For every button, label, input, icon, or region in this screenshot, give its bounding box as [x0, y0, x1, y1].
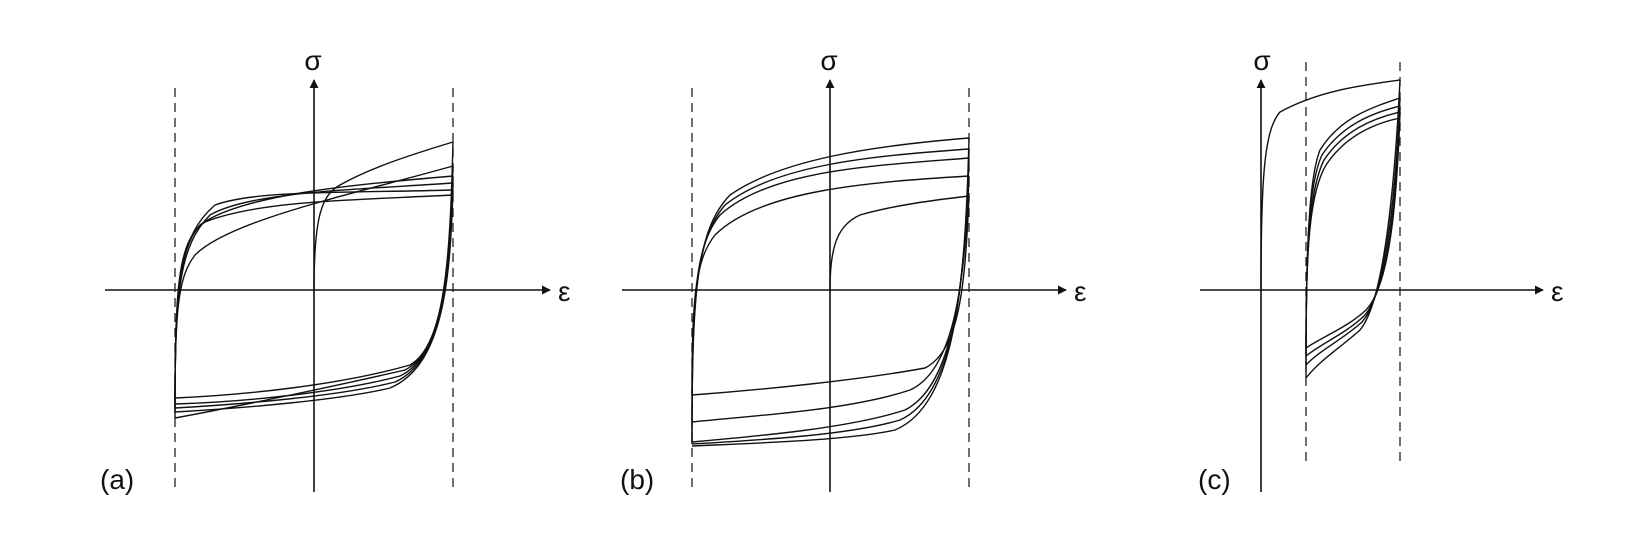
- panel-a-unload-curve-5: [174, 189, 454, 413]
- panel-c: σ ε (c): [1198, 45, 1563, 495]
- panel-c-reload-curve-2: [1305, 105, 1401, 366]
- panel-b-reload-curve-4: [691, 137, 970, 445]
- panel-a-stress-symbol: σ: [304, 45, 321, 76]
- panel-c-stress-symbol: σ: [1253, 45, 1270, 76]
- panel-c-unload-curve-3: [1305, 105, 1401, 357]
- panel-a-strain-symbol: ε: [558, 276, 570, 307]
- panel-c-initial-loading-curve: [1260, 79, 1401, 291]
- panel-a-label: (a): [100, 464, 134, 495]
- panel-a-hysteresis-loops: [174, 141, 454, 419]
- panel-b-label: (b): [620, 464, 654, 495]
- panel-c-hysteresis-loops: [1260, 79, 1401, 379]
- panel-b-unload-curve-5: [691, 137, 970, 447]
- panel-b-strain-symbol: ε: [1074, 276, 1086, 307]
- panel-c-strain-symbol: ε: [1551, 276, 1563, 307]
- panel-a-reload-curve-5: [174, 194, 454, 413]
- panel-c-label: (c): [1198, 464, 1231, 495]
- panel-b: σ ε (b): [620, 45, 1086, 495]
- panel-a-initial-loading-curve: [313, 141, 454, 291]
- panel-a: σ ε (a): [100, 45, 570, 495]
- panel-b-hysteresis-loops: [691, 137, 970, 447]
- panel-c-unload-curve-4: [1305, 111, 1401, 349]
- panel-b-initial-loading-curve: [829, 195, 970, 291]
- panel-b-unload-curve-1: [691, 195, 970, 396]
- panel-c-reload-curve-4: [1305, 117, 1401, 349]
- panel-b-stress-symbol: σ: [820, 45, 837, 76]
